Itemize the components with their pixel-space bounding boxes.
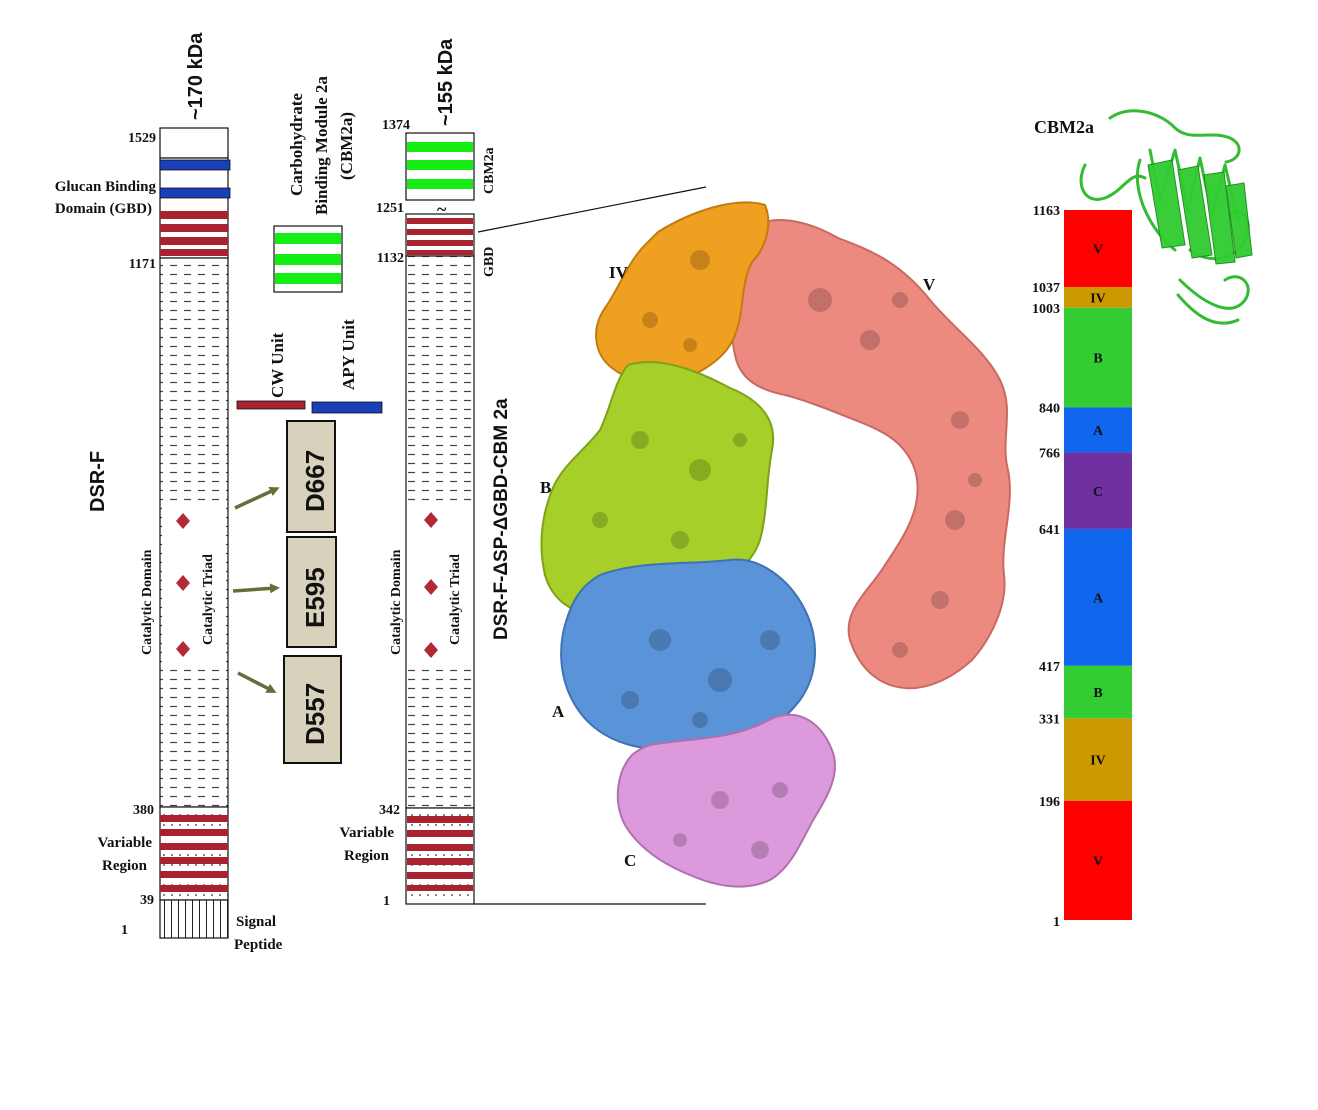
residue-box-d667: D667: [287, 421, 335, 532]
domain-tick-label: 766: [1039, 447, 1060, 462]
left-cw-band-4: [160, 249, 228, 256]
left-tick-1: 1: [121, 923, 128, 938]
right-tick-1132: 1132: [377, 251, 404, 266]
legend: Carbohydrate Binding Module 2a (CBM2a) C…: [233, 76, 382, 763]
left-cw-band-3: [160, 237, 228, 245]
right-cbm-label: CBM2a: [482, 147, 497, 194]
right-variable-region: [406, 808, 474, 904]
left-var-band-4: [160, 857, 228, 864]
domain-bar: V1163IV1037B1003A840C766A641B417IV331V19…: [1032, 204, 1132, 930]
left-var-band-5: [160, 871, 228, 878]
right-protein-name: DSR-F-ΔSP-ΔGBD-CBM 2a: [491, 398, 512, 640]
legend-cw-label: CW Unit: [268, 332, 287, 398]
left-tick-39: 39: [140, 893, 154, 908]
left-var-band-3: [160, 843, 228, 850]
residue-label: D557: [300, 683, 330, 745]
structure-label-iv: IV: [609, 263, 629, 282]
left-apy-band-2: [160, 188, 230, 198]
right-tick-342: 342: [379, 803, 400, 818]
left-var-band-2: [160, 829, 228, 836]
right-gbd-region: [406, 214, 474, 256]
left-gbd-label-2: Domain (GBD): [55, 201, 152, 217]
arrow-to-d557: [238, 673, 273, 691]
residue-box-d557: D557: [284, 656, 341, 763]
domain-segment-label: V: [1093, 242, 1103, 257]
arrow-to-e595: [233, 588, 276, 591]
legend-cw-swatch: [237, 401, 305, 409]
structure-label-v: V: [923, 275, 936, 294]
domain-tick-label: 417: [1039, 660, 1060, 675]
domain-tick-label: 1003: [1032, 302, 1060, 317]
right-tick-1374: 1374: [382, 118, 410, 133]
left-apy-band-1: [160, 160, 230, 170]
right-gbd-label: GBD: [482, 247, 497, 277]
right-variable-label-2: Region: [344, 848, 390, 864]
structure-label-b: B: [540, 478, 551, 497]
domain-segment-label: IV: [1090, 754, 1106, 769]
domain-segment-label: B: [1093, 352, 1102, 367]
right-triad-label: Catalytic Triad: [448, 554, 463, 645]
domain-tick-label: 1037: [1032, 281, 1060, 296]
domain-tick-label: 641: [1039, 523, 1060, 538]
legend-cbm-line-2: Binding Module 2a: [312, 76, 331, 215]
left-tick-1171: 1171: [129, 257, 156, 272]
left-column: ~170 kDa Catalytic Triad Catalytic Domai…: [55, 32, 283, 953]
domain-tick-label: 840: [1039, 401, 1060, 416]
structure-label-a: A: [552, 702, 565, 721]
left-var-band-6: [160, 885, 228, 892]
left-variable-label-1: Variable: [98, 835, 153, 851]
structure-label-c: C: [624, 851, 636, 870]
domain-segment-label: A: [1093, 591, 1104, 606]
domain-tick-label: 1163: [1033, 204, 1060, 219]
left-signal-peptide: [160, 900, 228, 938]
right-catalytic-label: Catalytic Domain: [389, 549, 404, 655]
left-top-plain: [160, 128, 228, 158]
domain-segment-label: V: [1093, 854, 1103, 869]
left-mass-label: ~170 kDa: [185, 32, 207, 120]
right-tick-1251: 1251: [376, 201, 404, 216]
residue-box-e595: E595: [287, 537, 336, 647]
cbm2a-title: CBM2a: [1034, 117, 1094, 137]
domain-segment-label: A: [1093, 424, 1104, 439]
legend-cbm-line-1: Carbohydrate: [287, 93, 306, 196]
left-triad-box: [162, 505, 226, 665]
domain-tick-label: 1: [1053, 915, 1060, 930]
right-cbm-region: [406, 133, 474, 200]
left-gbd-label-1: Glucan Binding: [55, 179, 157, 195]
right-mass-label: ~155 kDa: [435, 38, 457, 126]
left-cw-band-2: [160, 224, 228, 232]
left-variable-label-2: Region: [102, 858, 148, 874]
domain-segment-label: C: [1093, 485, 1103, 500]
right-variable-label-1: Variable: [340, 825, 395, 841]
residue-label: D667: [300, 450, 330, 512]
residue-label: E595: [300, 567, 330, 628]
left-tick-1529: 1529: [128, 131, 156, 146]
left-triad-label: Catalytic Triad: [201, 554, 216, 645]
left-protein-name: DSR-F: [87, 451, 109, 512]
domain-tick-label: 196: [1039, 795, 1060, 810]
legend-cbm-line-3: (CBM2a): [337, 112, 356, 180]
protein-surface-structure: IV V B A C: [540, 202, 1010, 886]
arrow-to-d667: [235, 489, 276, 508]
left-cw-band-1: [160, 211, 228, 219]
domain-segment-label: IV: [1090, 291, 1106, 306]
legend-apy-swatch: [312, 402, 382, 413]
domain-segment-label: B: [1093, 686, 1102, 701]
left-signal-label-1: Signal: [236, 914, 276, 930]
legend-cbm-swatch: [274, 226, 342, 292]
domain-tick-label: 331: [1039, 712, 1060, 727]
legend-apy-label: APY Unit: [339, 319, 358, 390]
left-var-band-1: [160, 815, 228, 822]
left-catalytic-label: Catalytic Domain: [140, 549, 155, 655]
left-signal-label-2: Peptide: [234, 937, 283, 953]
right-tick-1: 1: [383, 894, 390, 909]
left-tick-380: 380: [133, 803, 154, 818]
